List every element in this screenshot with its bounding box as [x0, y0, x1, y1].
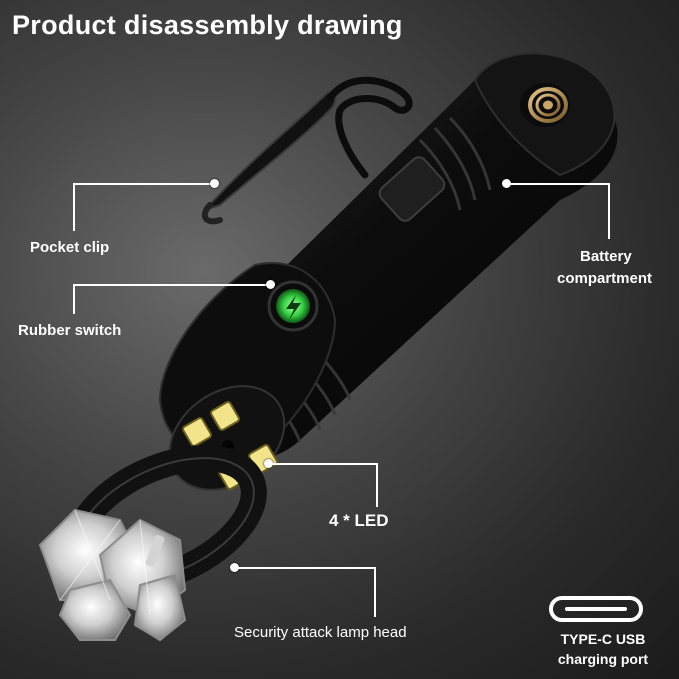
- battery-label-line2: compartment: [557, 270, 653, 287]
- rubber-switch-leader-vertical: [73, 284, 75, 314]
- led-leader-vertical: [376, 463, 378, 507]
- pocket-clip: [201, 76, 413, 225]
- led-label: 4 * LED: [329, 511, 389, 530]
- usb-c-port-icon: [549, 596, 643, 622]
- battery-label-line1: Battery: [580, 248, 632, 265]
- usb-label-line1: TYPE-C USB: [560, 631, 646, 647]
- battery-spring: [528, 87, 568, 123]
- rubber-switch-pointer: [266, 280, 275, 289]
- rubber-switch-label: Rubber switch: [18, 322, 122, 339]
- battery-leader: [508, 183, 610, 185]
- power-lightning-icon: [267, 280, 319, 332]
- led-pointer: [264, 459, 273, 468]
- page-title: Product disassembly drawing: [12, 10, 403, 40]
- pocket-clip-leader: [73, 183, 215, 185]
- usb-label-line2: charging port: [557, 651, 649, 667]
- crystal-strike-head: [38, 508, 187, 642]
- lamp-head-bezel: [38, 445, 267, 642]
- lamp-head-label: Security attack lamp head: [234, 624, 407, 641]
- led-leader: [270, 463, 378, 465]
- pocket-clip-label: Pocket clip: [30, 239, 110, 256]
- lamp-head-pointer: [230, 563, 239, 572]
- pocket-clip-pointer: [210, 179, 219, 188]
- pocket-clip-leader-vertical: [73, 183, 75, 231]
- battery-pointer: [502, 179, 511, 188]
- lamp-head-leader: [236, 567, 376, 569]
- flashlight-body: [158, 52, 618, 491]
- rubber-switch-leader: [73, 284, 269, 286]
- lamp-head-leader-vertical: [374, 567, 376, 617]
- battery-leader-vertical: [608, 183, 610, 239]
